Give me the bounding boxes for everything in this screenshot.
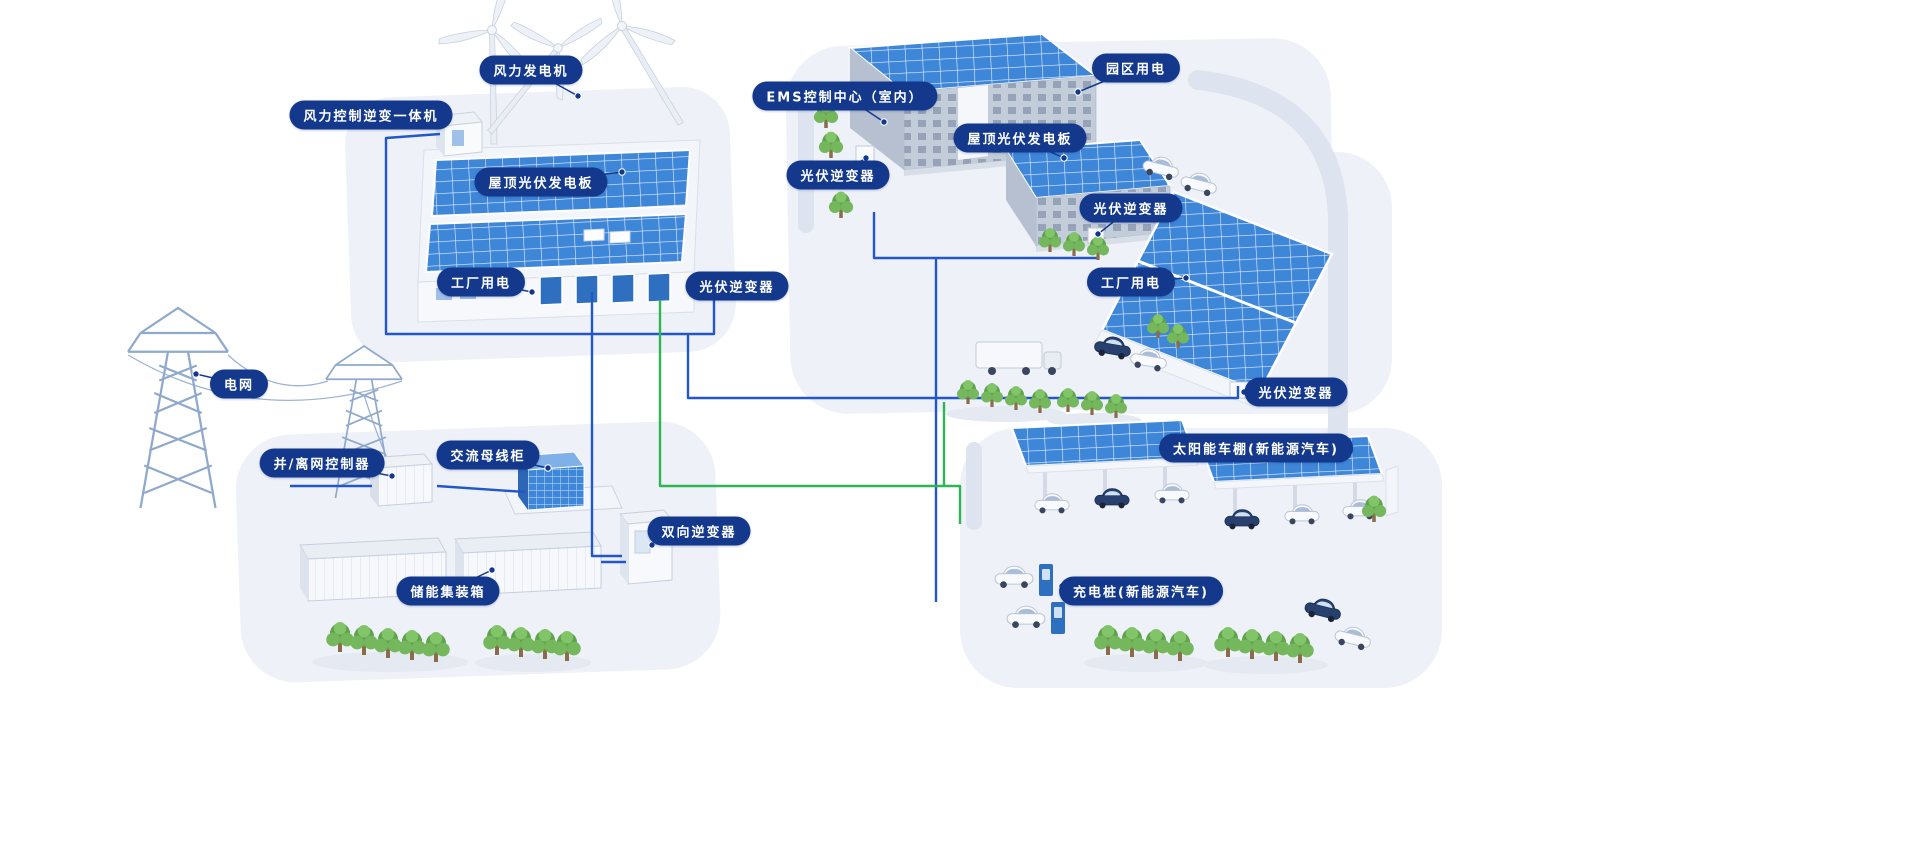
ems-building (847, 32, 1099, 176)
label-solar-carport: 太阳能车棚(新能源汽车) (1159, 433, 1353, 463)
label-ac-busbar: 交流母线柜 (436, 440, 540, 470)
label-ems-center: EMS控制中心（室内） (752, 81, 938, 111)
label-charging-pile: 充电桩(新能源汽车) (1059, 576, 1223, 606)
label-pv-inverter-left: 光伏逆变器 (685, 271, 789, 301)
label-storage-container: 储能集装箱 (396, 576, 500, 606)
label-wind-turbine: 风力发电机 (479, 55, 583, 85)
label-grid-controller: 并/离网控制器 (259, 448, 385, 478)
label-factory-power-right: 工厂用电 (1086, 267, 1176, 297)
label-rooftop-pv-left: 屋顶光伏发电板 (474, 167, 608, 197)
tree-pads (312, 406, 1328, 674)
label-pv-inverter-carport: 光伏逆变器 (1244, 377, 1348, 407)
label-factory-power-left: 工厂用电 (436, 267, 526, 297)
label-pv-inverter-ems: 光伏逆变器 (786, 160, 890, 190)
label-park-power: 园区用电 (1091, 53, 1181, 83)
label-bidirectional-inverter: 双向逆变器 (647, 516, 751, 546)
label-power-grid: 电网 (209, 369, 269, 399)
grid-controller-cabinet (369, 453, 433, 507)
label-wind-control-inverter: 风力控制逆变一体机 (289, 100, 453, 130)
label-rooftop-pv-right: 屋顶光伏发电板 (953, 123, 1087, 153)
label-pv-inverter-campus: 光伏逆变器 (1079, 193, 1183, 223)
